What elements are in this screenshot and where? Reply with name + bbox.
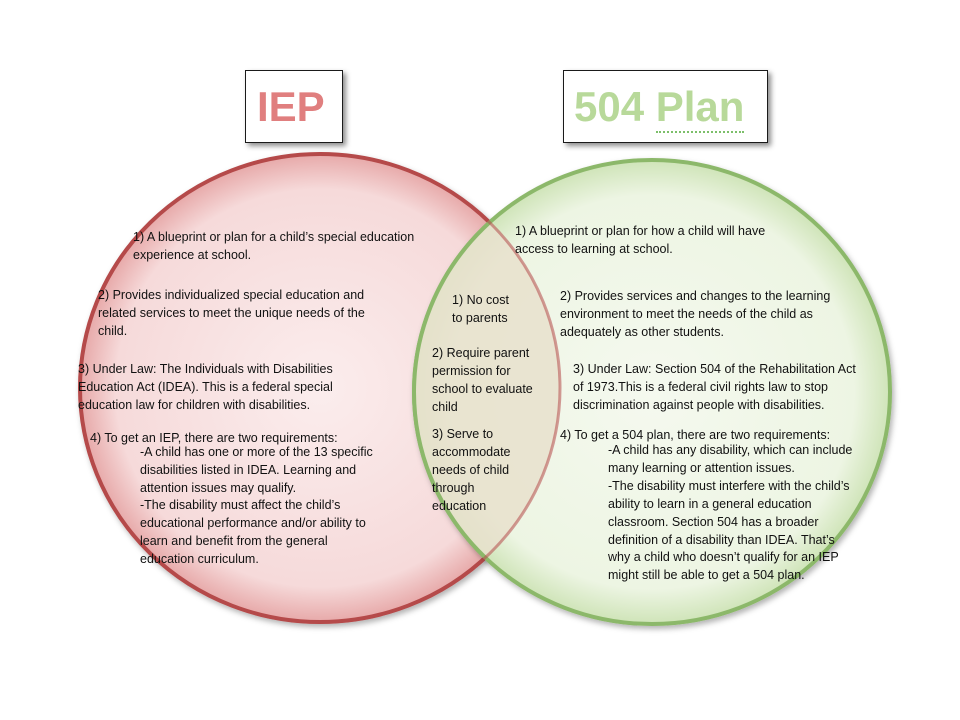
text-line: education law for children with disabili… <box>78 398 311 412</box>
iep-point-4-detail: -A child has one or more of the 13 speci… <box>140 444 373 569</box>
text-line: many learning or attention issues. <box>608 460 795 475</box>
text-line: access to learning at school. <box>515 242 673 256</box>
plan-504-word: Plan <box>655 83 745 133</box>
text-line: 4) To get an IEP, there are two requirem… <box>90 431 338 445</box>
text-line: -A child has any disability, which can i… <box>608 443 853 457</box>
text-line: to parents <box>452 311 508 325</box>
iep-title-box: IEP <box>245 70 343 143</box>
text-line: 2) Require parent <box>432 346 530 360</box>
text-line: 3) Serve to <box>432 427 494 441</box>
iep-point-1: 1) A blueprint or plan for a child’s spe… <box>133 228 414 264</box>
text-line: learn and benefit from the general <box>140 533 328 548</box>
text-line: 3) Under Law: The Individuals with Disab… <box>78 362 333 376</box>
text-line: experience at school. <box>133 248 252 262</box>
both-point-2: 2) Require parent permission for school to… <box>432 344 533 416</box>
text-line: environment to meet the needs of the chi… <box>560 307 813 321</box>
text-line: Education Act (IDEA). This is a federal … <box>78 380 333 394</box>
text-line: adequately as other students. <box>560 325 725 339</box>
text-line: related services to meet the unique need… <box>98 306 365 320</box>
iep-point-3: 3) Under Law: The Individuals with Disab… <box>78 360 333 414</box>
text-line: 1) A blueprint or plan for a child’s spe… <box>133 230 415 244</box>
text-line: 2) Provides services and changes to the … <box>560 289 831 303</box>
text-line: 2) Provides individualized special educa… <box>98 288 365 302</box>
plan-504-number: 504 <box>574 83 645 130</box>
both-point-1: 1) No cost to parents <box>452 291 509 327</box>
plan-504-title-box: 504 Plan <box>563 70 768 143</box>
text-line: discrimination against people with disab… <box>573 398 825 412</box>
text-line: -A child has one or more of the 13 speci… <box>140 445 373 459</box>
text-line: 3) Under Law: Section 504 of the Rehabil… <box>573 362 856 376</box>
text-line: might still be able to get a 504 plan. <box>608 568 805 583</box>
plan-504-title: 504 Plan <box>574 83 745 133</box>
text-line: child. <box>98 324 128 338</box>
plan-504-point-1: 1) A blueprint or plan for how a child w… <box>515 222 765 258</box>
both-point-3: 3) Serve to accommodate needs of child thro… <box>432 425 511 515</box>
text-line: education <box>432 499 487 513</box>
text-line: ability to learn in a general education <box>608 496 812 511</box>
text-line: child <box>432 400 458 414</box>
text-line: needs of child <box>432 463 510 477</box>
text-line: educational performance and/or ability t… <box>140 516 366 531</box>
text-line: permission for <box>432 364 511 378</box>
text-line: of 1973.This is a federal civil rights l… <box>573 380 828 394</box>
iep-point-2: 2) Provides individualized special educa… <box>98 286 365 340</box>
text-line: school to evaluate <box>432 382 533 396</box>
text-line: disabilities listed in IDEA. Learning an… <box>140 462 357 477</box>
text-line: attention issues may qualify. <box>140 480 297 495</box>
text-line: 4) To get a 504 plan, there are two requ… <box>560 428 831 442</box>
text-line: 1) A blueprint or plan for how a child w… <box>515 224 766 238</box>
plan-504-point-4: 4) To get a 504 plan, there are two requ… <box>560 426 830 444</box>
plan-504-point-4-detail: -A child has any disability, which can i… <box>608 442 852 585</box>
text-line: 1) No cost <box>452 293 509 307</box>
text-line: why a child who doesn’t qualify for an I… <box>608 550 839 565</box>
text-line: through <box>432 481 475 495</box>
text-line: classroom. Section 504 has a broader <box>608 514 819 529</box>
plan-504-point-2: 2) Provides services and changes to the … <box>560 287 830 341</box>
text-line: definition of a disability than IDEA. Th… <box>608 532 835 547</box>
text-line: education curriculum. <box>140 551 259 566</box>
text-line: -The disability must interfere with the … <box>608 478 850 493</box>
text-line: accommodate <box>432 445 511 459</box>
text-line: -The disability must affect the child’s <box>140 498 341 513</box>
iep-point-4: 4) To get an IEP, there are two requirem… <box>90 429 338 447</box>
plan-504-point-3: 3) Under Law: Section 504 of the Rehabil… <box>573 360 856 414</box>
iep-title: IEP <box>257 83 325 130</box>
